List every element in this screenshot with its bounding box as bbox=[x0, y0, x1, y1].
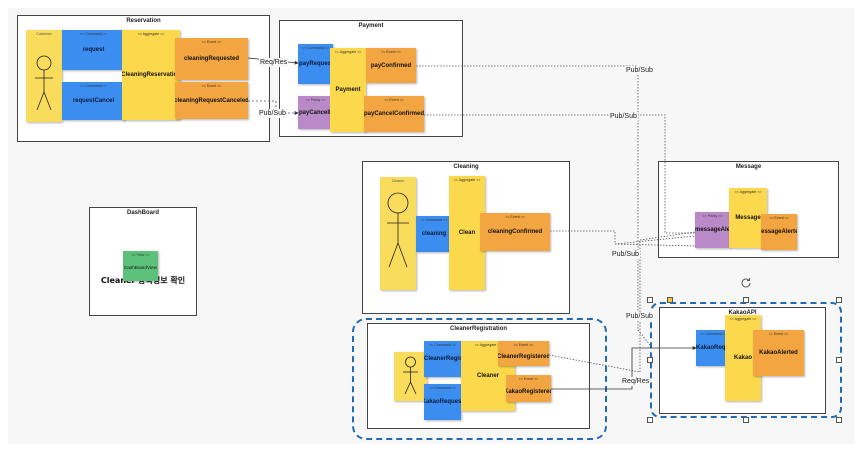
view-dashboard-view[interactable]: << View >> DashBoardView bbox=[123, 251, 158, 281]
sticky-name: messageAlert bbox=[695, 227, 730, 233]
command-cleaner-register[interactable]: << Command >> CleanerRegister bbox=[424, 341, 461, 377]
sticky-type: << Policy >> bbox=[305, 98, 326, 102]
sticky-type: << Event >> bbox=[518, 377, 539, 381]
connector-label-req-res: Req/Res bbox=[621, 377, 651, 386]
sticky-type: << Command >> bbox=[302, 46, 329, 50]
aggregate-message[interactable]: << Aggregate >> Message bbox=[729, 188, 767, 248]
connector-label-pub-sub: Pub/Sub bbox=[611, 250, 640, 259]
connector-label-req-res: Req/Res bbox=[259, 58, 289, 67]
sticky-name: Kakao bbox=[733, 355, 752, 361]
resize-handle-top-left-corner[interactable] bbox=[647, 297, 653, 303]
sticky-type: << Event >> bbox=[384, 98, 404, 102]
sticky-name: Payment bbox=[335, 87, 361, 93]
frame-title-cleaning: Cleaning bbox=[453, 164, 479, 170]
resize-handle-left[interactable] bbox=[647, 357, 653, 363]
sticky-name: KakaoAlerted bbox=[759, 350, 798, 356]
event-pay-cancel-confirmed[interactable]: << Event >> payCancelConfirmed bbox=[364, 96, 424, 132]
sticky-type: << Aggregate >> bbox=[334, 50, 362, 54]
sticky-name: Cleaner bbox=[476, 373, 499, 379]
frame-title-cleaner-registration: CleanerRegistration bbox=[449, 326, 507, 332]
sticky-name: cleaningConfirmed bbox=[487, 229, 543, 235]
sticky-name: requestCancel bbox=[72, 98, 115, 104]
sticky-type: << Event >> bbox=[201, 84, 222, 88]
command-pay-request[interactable]: << Command >> payRequest bbox=[298, 44, 333, 84]
actor-label: Customer bbox=[36, 32, 52, 36]
sticky-name: cleaningRequestCanceled bbox=[175, 97, 248, 104]
frame-title-message: Message bbox=[735, 164, 762, 170]
aggregate-cleaning-reservation[interactable]: << Aggregate >> CleaningReservation bbox=[122, 30, 180, 120]
aggregate-payment[interactable]: << Aggregate >> Payment bbox=[330, 48, 366, 132]
command-request-cancel[interactable]: << Command >> requestCancel bbox=[62, 82, 125, 120]
connector-label-pub-sub: Pub/Sub bbox=[609, 112, 638, 121]
resize-handle-right[interactable] bbox=[836, 357, 842, 363]
sticky-name: payCancelConfirmed bbox=[364, 111, 424, 117]
actor-sticky-customer[interactable]: Customer bbox=[26, 30, 62, 122]
connector-label-pub-sub: Pub/Sub bbox=[625, 66, 654, 75]
sticky-type: << View >> bbox=[131, 253, 150, 257]
event-kakao-alerted[interactable]: << Event >> KakaoAlerted bbox=[753, 330, 804, 376]
event-kakao-registered[interactable]: << Event >> KakaoRegistered bbox=[506, 375, 551, 402]
sticky-name: request bbox=[82, 47, 105, 53]
policy-pay-cancel-request[interactable]: << Policy >> payCancelRequest bbox=[298, 96, 333, 129]
sticky-name: DashBoardView bbox=[124, 265, 157, 270]
sticky-name: cleaning bbox=[421, 231, 447, 237]
person-icon bbox=[387, 192, 409, 268]
sticky-type: << Command >> bbox=[80, 84, 107, 88]
event-cleaning-requested[interactable]: << Event >> cleaningRequested bbox=[175, 38, 248, 80]
sticky-name: KakaoRequest bbox=[696, 345, 731, 351]
sticky-type: << Aggregate >> bbox=[729, 317, 757, 321]
sticky-name: KakaoRegistered bbox=[506, 388, 551, 395]
sticky-name: CleanerRegister bbox=[424, 356, 461, 362]
sticky-name: CleanerRegistered bbox=[498, 353, 549, 360]
sticky-name: cleaningRequested bbox=[183, 56, 239, 62]
event-cleaner-registered[interactable]: << Event >> CleanerRegistered bbox=[498, 341, 549, 366]
event-cleaning-confirmed[interactable]: << Event >> cleaningConfirmed bbox=[480, 213, 550, 251]
person-icon bbox=[403, 356, 418, 395]
sticky-name: KakaoRequest bbox=[424, 399, 461, 405]
frame-title-dashboard: DashBoard bbox=[126, 210, 159, 216]
sticky-name: payConfirmed bbox=[370, 62, 412, 69]
frame-title-kakao-api: KakaoAPI bbox=[728, 310, 757, 316]
sticky-type: << Aggregate >> bbox=[734, 190, 762, 194]
sticky-type: << Command >> bbox=[700, 332, 727, 336]
sticky-type: << Event >> bbox=[768, 332, 789, 336]
sticky-name: Message bbox=[735, 215, 761, 221]
sticky-type: << Command >> bbox=[429, 386, 456, 390]
sticky-type: << Event >> bbox=[769, 216, 789, 220]
resize-handle-bottom[interactable] bbox=[743, 417, 749, 423]
event-message-alerted[interactable]: << Event >> messageAlerted bbox=[761, 214, 797, 250]
event-cleaning-request-canceled[interactable]: << Event >> cleaningRequestCanceled bbox=[175, 82, 248, 119]
resize-handle-top-left[interactable] bbox=[667, 297, 673, 303]
policy-message-alert[interactable]: << Policy >> messageAlert bbox=[695, 212, 730, 248]
command-cleaning[interactable]: << Command >> cleaning bbox=[416, 216, 452, 252]
actor-sticky-cleaner-reg[interactable] bbox=[394, 352, 427, 401]
sticky-name: CleaningReservation bbox=[122, 72, 180, 78]
command-kakao-request[interactable]: << Command >> KakaoRequest bbox=[424, 384, 461, 420]
connector-label-pub-sub: Pub/Sub bbox=[258, 109, 287, 118]
resize-handle-top-right[interactable] bbox=[836, 297, 842, 303]
sticky-name: payRequest bbox=[299, 61, 333, 67]
sticky-type: << Aggregate >> bbox=[137, 32, 165, 36]
connector-label-pub-sub: Pub/Sub bbox=[625, 312, 654, 321]
event-pay-confirmed[interactable]: << Event >> payConfirmed bbox=[366, 48, 416, 83]
frame-title-reservation: Reservation bbox=[126, 18, 161, 24]
sticky-name: messageAlerted bbox=[761, 229, 797, 235]
resize-handle-top[interactable] bbox=[743, 297, 749, 303]
sticky-type: << Event >> bbox=[201, 40, 222, 44]
resize-handle-bottom-left[interactable] bbox=[647, 417, 653, 423]
person-icon bbox=[35, 55, 53, 111]
sticky-name: payCancelRequest bbox=[299, 109, 333, 116]
actor-sticky-cleaner[interactable]: Cleaner bbox=[380, 177, 416, 290]
actor-label: Cleaner bbox=[391, 179, 405, 183]
sticky-type: << Policy >> bbox=[702, 214, 723, 218]
frame-title-payment: Payment bbox=[358, 23, 384, 29]
sticky-type: << Command >> bbox=[80, 32, 107, 36]
resize-handle-bottom-right[interactable] bbox=[836, 417, 842, 423]
sticky-type: << Event >> bbox=[381, 50, 401, 54]
command-request[interactable]: << Command >> request bbox=[62, 30, 125, 70]
rotate-icon[interactable] bbox=[739, 276, 753, 290]
